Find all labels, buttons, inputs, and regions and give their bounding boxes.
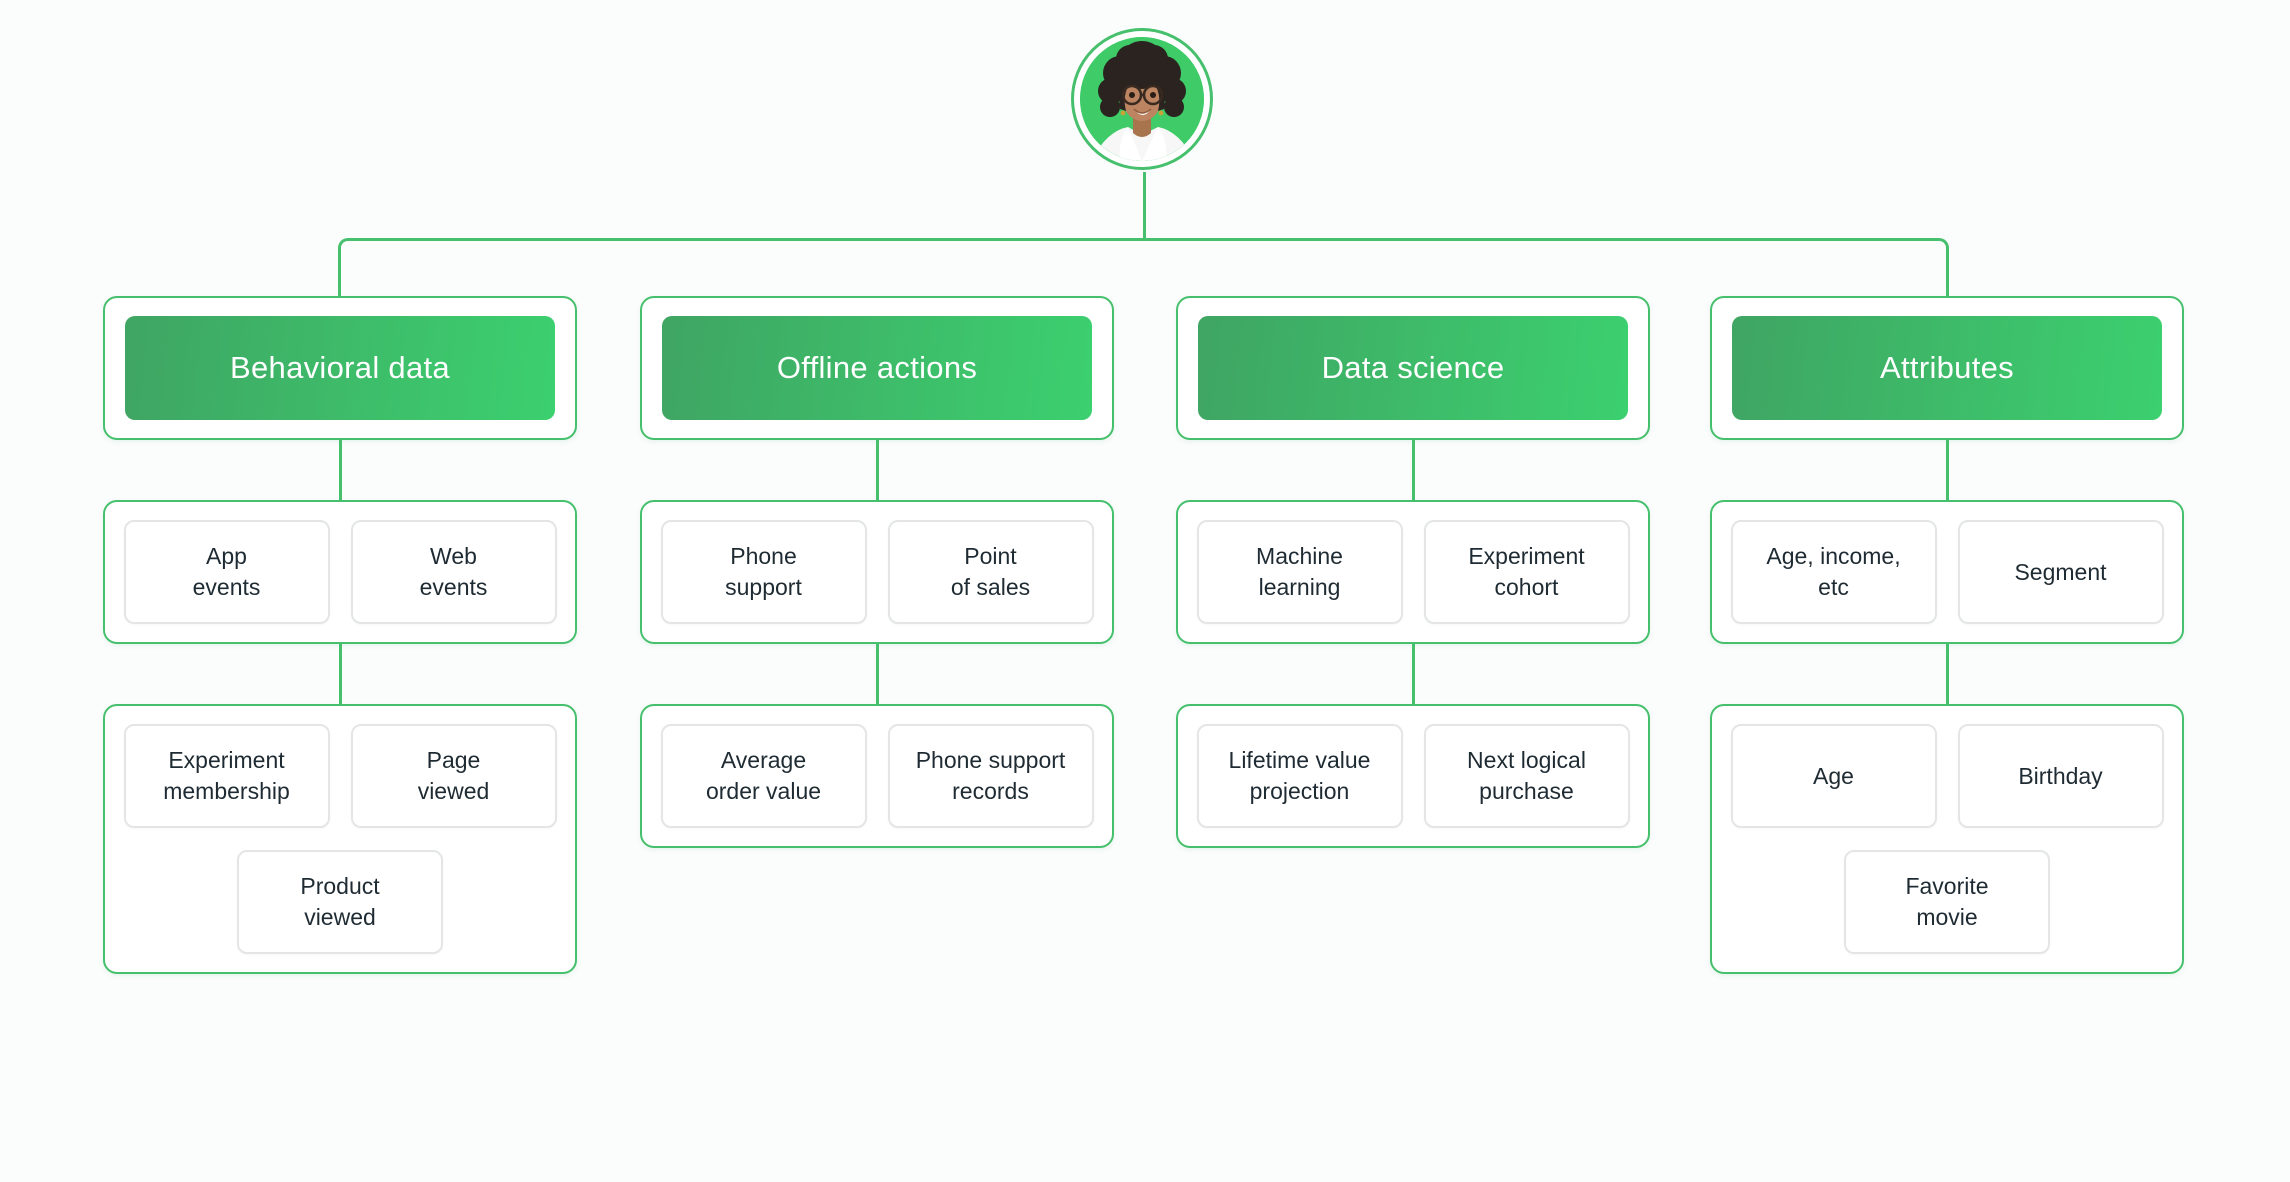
category-box: Behavioral data	[103, 296, 577, 440]
node-card: Product viewed	[237, 850, 443, 954]
subgroup-box: Phone support Point of sales	[640, 500, 1114, 644]
node-card: Machine learning	[1196, 520, 1403, 624]
category-title: Behavioral data	[230, 350, 450, 385]
column-data-science: Data science Machine learning Experiment…	[1176, 296, 1650, 848]
subgroup-box: Machine learning Experiment cohort	[1176, 500, 1650, 644]
node-card: Experiment cohort	[1423, 520, 1630, 624]
column-offline-actions: Offline actions Phone support Point of s…	[640, 296, 1114, 848]
avatar-person-icon	[1080, 37, 1204, 161]
node-card: Phone support records	[887, 724, 1094, 828]
category-header: Offline actions	[662, 316, 1092, 420]
node-card: Average order value	[660, 724, 867, 828]
subgroup-box: Average order value Phone support record…	[640, 704, 1114, 848]
connector-line	[1945, 440, 1949, 500]
category-title: Data science	[1321, 350, 1505, 385]
category-title: Offline actions	[776, 350, 978, 385]
node-card: Next logical purchase	[1423, 724, 1630, 828]
avatar-connector-line	[1143, 172, 1146, 239]
node-card: Page viewed	[350, 724, 557, 828]
node-card: Age	[1730, 724, 1937, 828]
node-card: Birthday	[1957, 724, 2164, 828]
tree-bracket-connector	[338, 238, 1949, 297]
category-header: Data science	[1198, 316, 1628, 420]
node-card: Phone support	[660, 520, 867, 624]
avatar-photo-illustration	[1080, 37, 1204, 161]
connector-line	[875, 440, 879, 500]
customer-avatar	[1071, 28, 1213, 170]
category-header: Attributes	[1732, 316, 2162, 420]
category-box: Attributes	[1710, 296, 2184, 440]
connector-line	[338, 644, 342, 704]
category-box: Offline actions	[640, 296, 1114, 440]
connector-line	[1411, 440, 1415, 500]
category-box: Data science	[1176, 296, 1650, 440]
connector-line	[1411, 644, 1415, 704]
subgroup-box: App events Web events	[103, 500, 577, 644]
node-card: Web events	[350, 520, 557, 624]
node-card: Favorite movie	[1844, 850, 2050, 954]
subgroup-box: Experiment membership Page viewed Produc…	[103, 704, 577, 974]
subgroup-box: Lifetime value projection Next logical p…	[1176, 704, 1650, 848]
column-attributes: Attributes Age, income, etc Segment Age …	[1710, 296, 2184, 974]
subgroup-box: Age Birthday Favorite movie	[1710, 704, 2184, 974]
column-behavioral-data: Behavioral data App events Web events Ex…	[103, 296, 577, 974]
connector-line	[338, 440, 342, 500]
subgroup-box: Age, income, etc Segment	[1710, 500, 2184, 644]
node-card: Lifetime value projection	[1196, 724, 1403, 828]
node-card: Age, income, etc	[1730, 520, 1937, 624]
connector-line	[1945, 644, 1949, 704]
node-card: Experiment membership	[123, 724, 330, 828]
category-header: Behavioral data	[125, 316, 555, 420]
connector-line	[875, 644, 879, 704]
node-card: Segment	[1957, 520, 2164, 624]
category-title: Attributes	[1880, 350, 2014, 385]
node-card: Point of sales	[887, 520, 1094, 624]
node-card: App events	[123, 520, 330, 624]
